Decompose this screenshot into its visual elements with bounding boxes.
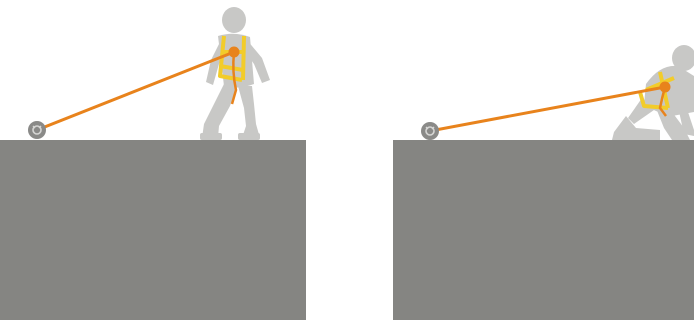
lanyard-line — [37, 52, 234, 130]
right-panel — [393, 45, 694, 320]
right-platform — [393, 140, 694, 320]
worker-icon — [612, 45, 694, 140]
anchor-icon — [28, 121, 46, 139]
left-platform — [0, 140, 306, 320]
worker-icon — [200, 7, 270, 140]
dorsal-attachment-point — [660, 82, 671, 93]
left-panel — [0, 7, 306, 320]
anchor-icon — [421, 122, 439, 140]
dorsal-attachment-point — [229, 47, 240, 58]
